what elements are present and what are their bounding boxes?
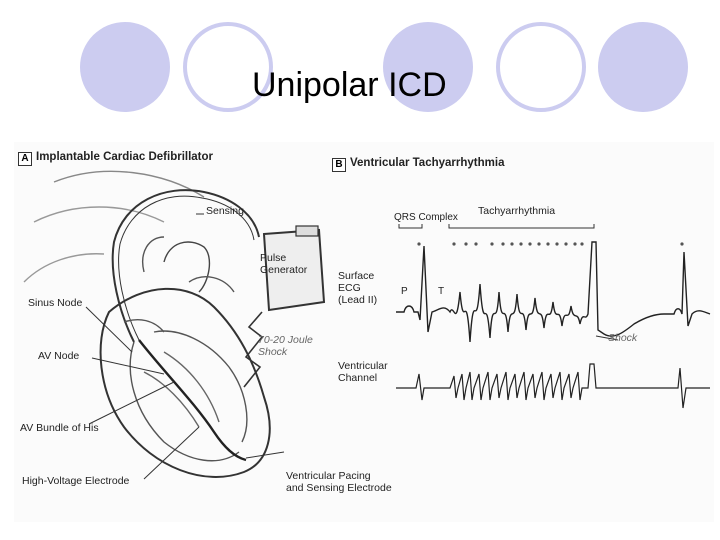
decor-ring-1 [183,22,273,112]
shock-leader-line [595,335,619,341]
label-ventricular-channel: Ventricular Channel [338,360,388,385]
decor-circle-2 [383,22,473,112]
decor-circle-3 [598,22,688,112]
label-shock-energy: 70-20 Joule Shock [258,334,313,359]
panel-a-title: Implantable Cardiac Defibrillator [36,151,214,163]
figure-artwork [23,170,711,480]
panel-b-title: Ventricular Tachyarrhythmia [350,157,505,169]
label-sinus-node: Sinus Node [28,297,83,309]
label-pacing-electrode: Ventricular Pacing and Sensing Electrode [286,470,392,495]
label-shock: Shock [608,332,638,344]
surface-ecg-trace [396,241,711,343]
label-pulse-generator: Pulse Generator [260,252,308,277]
event-markers [417,242,684,246]
slide-title: Unipolar ICD [252,66,447,104]
decor-ring-2 [496,22,586,112]
label-sensing: Sensing [206,205,244,217]
label-tachyarrhythmia: Tachyarrhythmia [478,205,556,217]
label-t-wave: T [438,286,445,297]
panel-a-tag: A [18,152,32,166]
label-surface-ecg: Surface ECG (Lead II) [338,270,378,307]
label-av-bundle: AV Bundle of His [20,422,99,434]
pulse-generator-device [262,225,326,312]
panel-b-tag: B [332,158,346,172]
label-av-node: AV Node [38,350,80,362]
icd-figure: A Implantable Cardiac Defibrillator Sens… [14,142,714,522]
label-qrs-complex: QRS Complex [394,212,458,223]
label-p-wave: P [401,286,408,297]
panel-a-leader-lines [85,213,285,480]
label-hv-electrode: High-Voltage Electrode [22,475,130,487]
ventricular-channel-trace [396,363,710,409]
qrs-bracket [398,224,595,229]
decor-circle-1 [80,22,170,112]
